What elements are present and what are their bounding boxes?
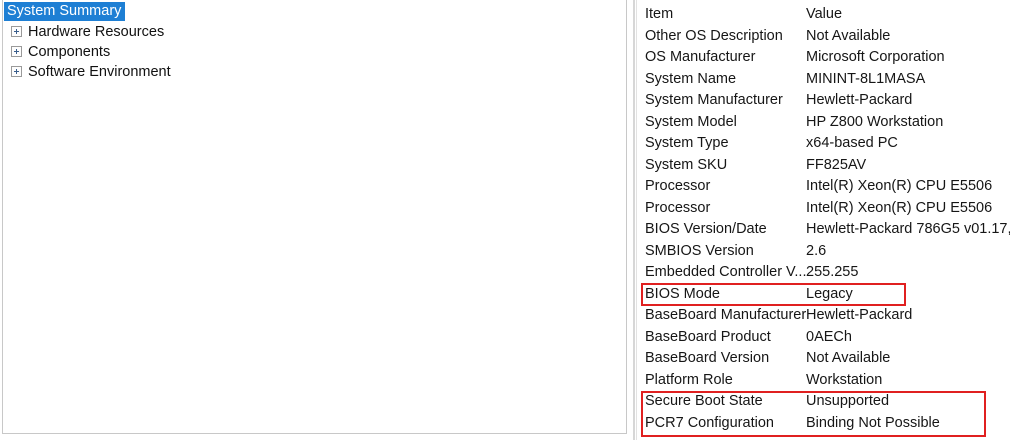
row-item-label: PCR7 Configuration bbox=[645, 414, 774, 431]
table-row[interactable]: BaseBoard Product 0AECh bbox=[637, 327, 1010, 349]
row-item-label: BIOS Mode bbox=[645, 285, 720, 302]
plus-expander-icon[interactable] bbox=[11, 45, 22, 57]
row-item-label: Processor bbox=[645, 178, 711, 194]
row-item-value: 255.255 bbox=[806, 264, 859, 280]
row-item-value: Hewlett-Packard bbox=[806, 92, 913, 108]
plus-expander-icon[interactable] bbox=[11, 25, 22, 37]
row-item-label: System Type bbox=[645, 135, 729, 151]
row-item-value: Legacy bbox=[806, 285, 853, 302]
table-row[interactable]: BaseBoard Version Not Available bbox=[637, 348, 1010, 370]
table-row[interactable]: SMBIOS Version 2.6 bbox=[637, 241, 1010, 263]
system-summary-detail-list[interactable]: Item Value Other OS Description Not Avai… bbox=[637, 0, 1010, 440]
plus-expander-icon[interactable] bbox=[11, 65, 22, 77]
table-row[interactable]: Platform Role Workstation bbox=[637, 370, 1010, 392]
row-item-label: Embedded Controller V... bbox=[645, 264, 807, 280]
row-item-label: Processor bbox=[645, 199, 711, 216]
table-row[interactable]: Processor Intel(R) Xeon(R) CPU E5506 bbox=[637, 176, 1010, 198]
table-row[interactable]: System Manufacturer Hewlett-Packard bbox=[637, 90, 1010, 112]
row-item-label: Other OS Description bbox=[645, 27, 783, 44]
row-item-label: BaseBoard Manufacturer bbox=[645, 307, 807, 323]
row-item-label: SMBIOS Version bbox=[645, 242, 754, 259]
row-item-label: BaseBoard Version bbox=[645, 350, 770, 366]
table-row[interactable]: BaseBoard Manufacturer Hewlett-Packard bbox=[637, 305, 1010, 327]
row-item-value: 2.6 bbox=[806, 242, 827, 259]
row-item-label: Platform Role bbox=[645, 371, 733, 388]
column-header-item: Item bbox=[645, 6, 674, 22]
table-row[interactable]: Other OS Description Not Available bbox=[637, 26, 1010, 48]
table-row[interactable]: OS Manufacturer Microsoft Corporation bbox=[637, 47, 1010, 69]
table-row-bios-mode[interactable]: BIOS Mode Legacy bbox=[637, 284, 1010, 306]
row-item-label: OS Manufacturer bbox=[645, 49, 756, 65]
tree-item-system-summary-label: System Summary bbox=[4, 2, 126, 21]
row-item-value: Hewlett-Packard 786G5 v01.17, 8/ bbox=[806, 221, 1010, 237]
row-item-value: Not Available bbox=[806, 27, 891, 44]
tree-item-hardware-resources[interactable]: Hardware Resources bbox=[3, 22, 626, 42]
row-item-label: System SKU bbox=[645, 156, 728, 173]
row-item-label: System Manufacturer bbox=[645, 92, 783, 108]
table-row[interactable]: BIOS Version/Date Hewlett-Packard 786G5 … bbox=[637, 219, 1010, 241]
tree-item-components[interactable]: Components bbox=[3, 42, 626, 62]
row-item-label: Secure Boot State bbox=[645, 393, 763, 409]
table-row-secure-boot-state[interactable]: Secure Boot State Unsupported bbox=[637, 391, 1010, 413]
row-item-value: 0AECh bbox=[806, 328, 852, 345]
row-item-value: x64-based PC bbox=[806, 135, 898, 151]
table-row[interactable]: Processor Intel(R) Xeon(R) CPU E5506 bbox=[637, 198, 1010, 220]
table-row[interactable]: System Model HP Z800 Workstation bbox=[637, 112, 1010, 134]
row-item-label: System Name bbox=[645, 70, 737, 87]
table-row[interactable]: System Name MININT-8L1MASA bbox=[637, 69, 1010, 91]
row-item-value: Microsoft Corporation bbox=[806, 49, 945, 65]
row-item-value: Intel(R) Xeon(R) CPU E5506 bbox=[806, 178, 993, 194]
row-item-label: BaseBoard Product bbox=[645, 328, 771, 345]
row-item-value: MININT-8L1MASA bbox=[806, 70, 926, 87]
table-row[interactable]: Embedded Controller V... 255.255 bbox=[637, 262, 1010, 284]
row-item-value: Intel(R) Xeon(R) CPU E5506 bbox=[806, 199, 993, 216]
table-row[interactable]: System Type x64-based PC bbox=[637, 133, 1010, 155]
row-item-value: Hewlett-Packard bbox=[806, 307, 913, 323]
system-summary-tree-panel[interactable]: System Summary Hardware Resources Compon… bbox=[2, 0, 627, 434]
row-item-label: System Model bbox=[645, 113, 737, 130]
table-row-pcr7-configuration[interactable]: PCR7 Configuration Binding Not Possible bbox=[637, 413, 1010, 435]
detail-column-header[interactable]: Item Value bbox=[637, 4, 1010, 26]
tree-item-system-summary[interactable]: System Summary bbox=[3, 1, 626, 21]
tree-item-software-environment-label: Software Environment bbox=[28, 64, 171, 81]
row-item-value: Not Available bbox=[806, 350, 891, 366]
row-item-value: Workstation bbox=[806, 371, 883, 388]
row-item-value: Binding Not Possible bbox=[806, 414, 940, 431]
row-item-value: FF825AV bbox=[806, 156, 867, 173]
column-header-value: Value bbox=[806, 6, 843, 22]
detail-panel-edge bbox=[636, 0, 637, 440]
tree-item-hardware-resources-label: Hardware Resources bbox=[28, 24, 165, 41]
panel-splitter[interactable] bbox=[633, 0, 635, 440]
table-row[interactable]: System SKU FF825AV bbox=[637, 155, 1010, 177]
tree-item-software-environment[interactable]: Software Environment bbox=[3, 62, 626, 82]
row-item-value: Unsupported bbox=[806, 393, 890, 409]
tree-item-components-label: Components bbox=[28, 44, 111, 61]
row-item-label: BIOS Version/Date bbox=[645, 221, 767, 237]
row-item-value: HP Z800 Workstation bbox=[806, 113, 944, 130]
